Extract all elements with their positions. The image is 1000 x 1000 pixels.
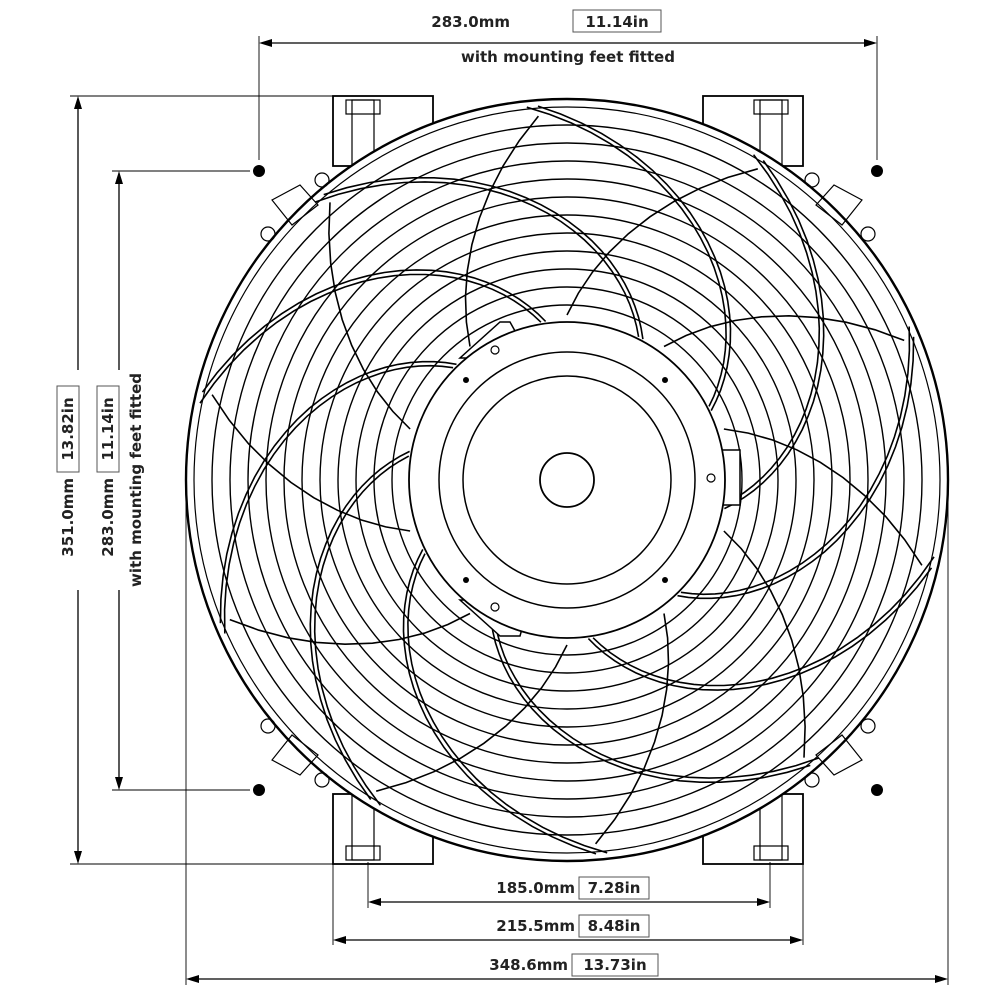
dim-inner-note: with mounting feet fitted: [127, 373, 145, 587]
fan-blade: [663, 314, 905, 348]
guard-spoke: [323, 177, 644, 340]
mounting-hole: [871, 165, 883, 177]
guard-spoke: [680, 326, 911, 596]
guard-spoke: [309, 450, 410, 800]
guard-spoke: [526, 106, 727, 407]
fan-blade: [328, 202, 411, 430]
dimension-left-height: 351.0mm 13.82in: [54, 95, 335, 865]
dim-left-in: 13.82in: [59, 397, 77, 460]
guard-spoke: [724, 154, 821, 505]
guard-ring: [319, 232, 815, 728]
guard-spoke: [494, 622, 819, 779]
guard-ring: [337, 250, 797, 710]
mounting-hole: [253, 165, 265, 177]
fan-blade: [723, 530, 806, 758]
fan-body: [184, 95, 950, 865]
guard-ring: [265, 178, 869, 782]
fan-blades: [211, 115, 923, 845]
guard-ring: [211, 124, 923, 836]
fan-blade: [594, 613, 670, 845]
guard-spoke: [592, 556, 935, 687]
fan-blade: [464, 115, 540, 347]
guard-ring: [229, 142, 905, 818]
side-tab-right: [804, 172, 876, 788]
dimension-top-width: 283.0mm 11.14in with mounting feet fitte…: [258, 4, 878, 160]
guard-ring: [301, 214, 833, 746]
fan-blade: [375, 644, 568, 792]
dim-top-mm: 283.0mm: [431, 13, 510, 31]
guard-spoke: [677, 336, 915, 600]
fan-blade: [211, 394, 411, 532]
guard-spoke: [402, 549, 597, 855]
dimension-bottom-348: 348.6mm 13.73in: [185, 480, 949, 985]
dim-inner-mm: 283.0mm: [99, 478, 117, 557]
dim-left-mm: 351.0mm: [59, 478, 77, 557]
guard-rings: [211, 124, 923, 836]
mounting-hole: [871, 784, 883, 796]
fan-blade: [229, 612, 471, 646]
motor-hub: [408, 321, 741, 639]
mounting-holes: [253, 165, 883, 796]
dim-inner-in: 11.14in: [99, 397, 117, 460]
guard-spokes: [199, 105, 935, 855]
side-tab-left: [260, 172, 330, 788]
guard-ring: [391, 304, 743, 656]
dimension-bottom-215: 215.5mm 8.48in: [332, 862, 804, 945]
guard-spoke: [199, 273, 542, 404]
dim-b2-in: 8.48in: [588, 917, 641, 935]
guard-spoke: [537, 105, 732, 411]
dimension-bottom-185: 185.0mm 7.28in: [367, 862, 771, 908]
guard-ring: [247, 160, 887, 800]
dim-top-in: 11.14in: [585, 13, 648, 31]
dim-b1-in: 7.28in: [588, 879, 641, 897]
guard-spoke: [315, 181, 640, 338]
guard-spoke: [313, 455, 410, 806]
guard-spoke: [587, 567, 933, 691]
mounting-hole: [253, 784, 265, 796]
guard-spoke: [201, 269, 547, 393]
guard-spoke: [490, 620, 811, 783]
guard-spoke: [724, 160, 825, 510]
guard-spoke: [219, 360, 457, 624]
fan-blade: [566, 168, 759, 316]
guard-spoke: [407, 553, 608, 854]
fan-blade: [723, 428, 923, 566]
dim-b2-mm: 215.5mm: [496, 917, 575, 935]
dimension-inner-height: 283.0mm 11.14in with mounting feet fitte…: [94, 170, 250, 791]
dim-b1-mm: 185.0mm: [496, 879, 575, 897]
guard-ring: [283, 196, 851, 764]
dim-b3-in: 13.73in: [583, 956, 646, 974]
dim-top-note: with mounting feet fitted: [461, 48, 675, 66]
dim-b3-mm: 348.6mm: [489, 956, 568, 974]
guard-spoke: [223, 364, 454, 634]
guard-ring: [355, 268, 779, 692]
